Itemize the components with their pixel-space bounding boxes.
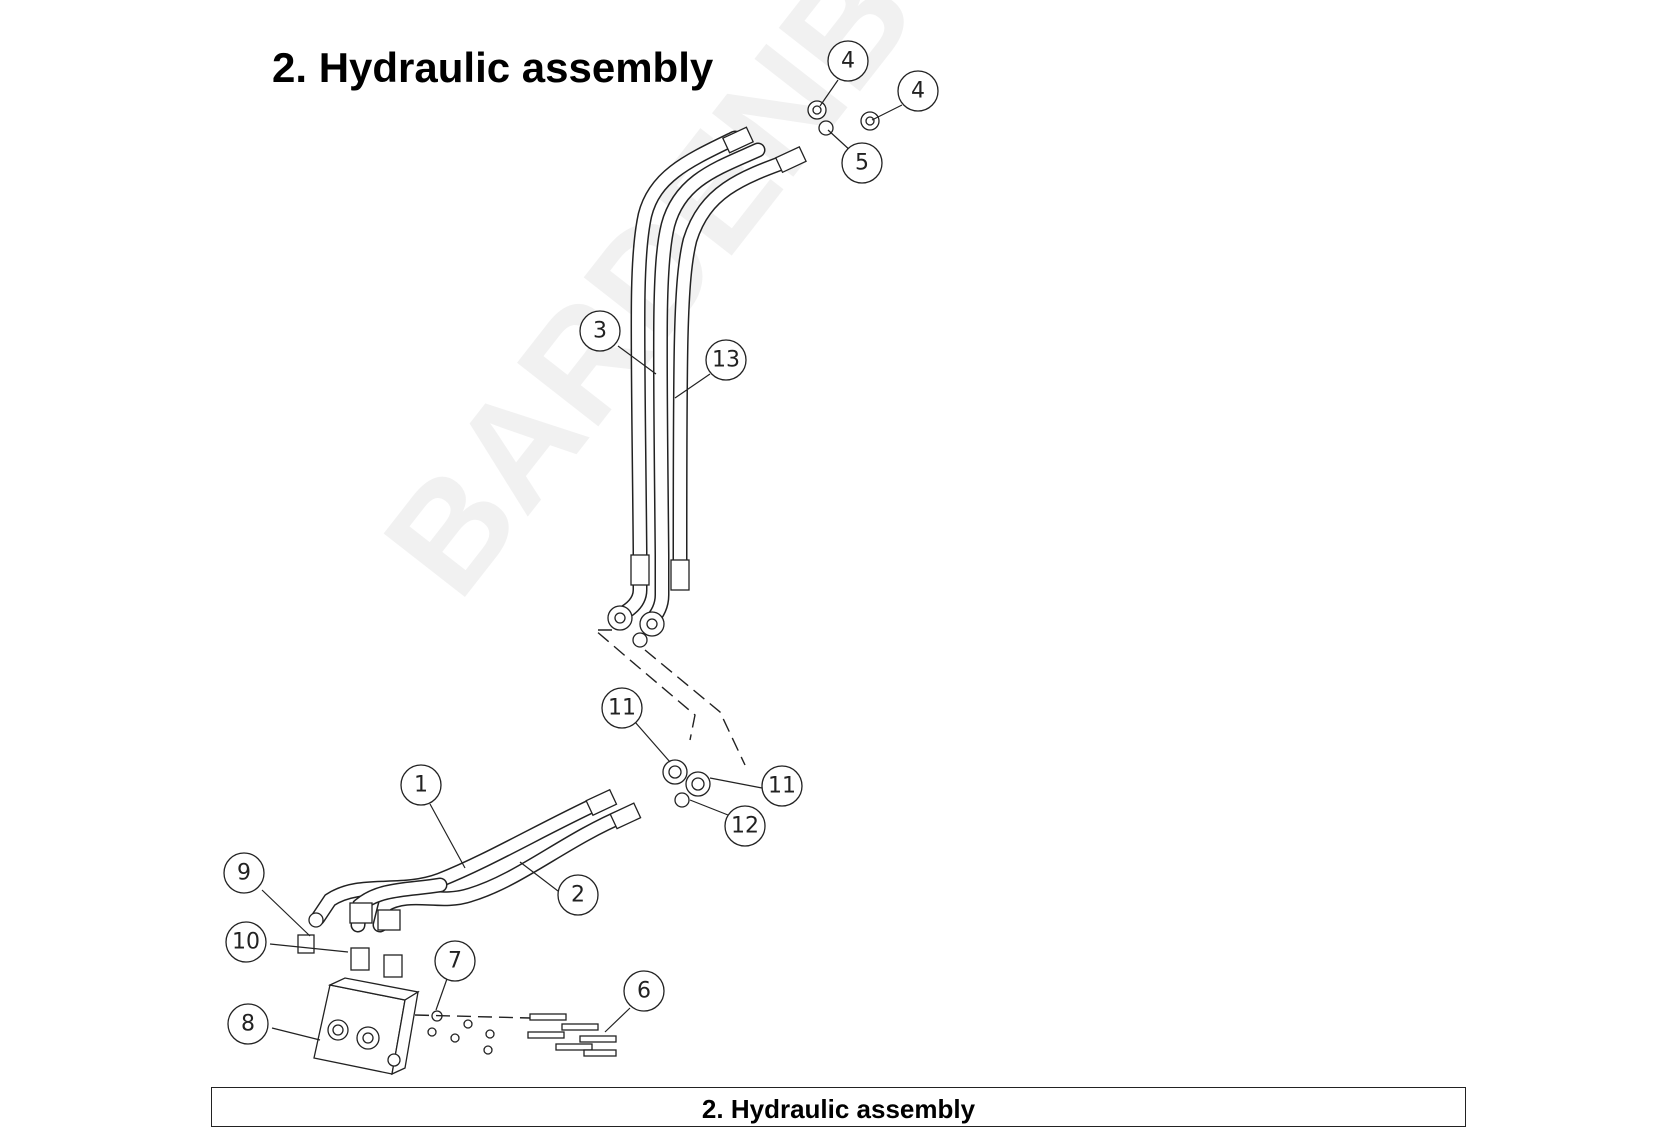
adapter-11a-inner — [668, 765, 682, 779]
svg-text:4: 4 — [911, 79, 925, 104]
callout-11a: 11 — [601, 687, 643, 729]
callout-12: 12 — [724, 805, 766, 847]
ferrule — [585, 788, 618, 817]
connection-dash — [593, 629, 696, 741]
callout-11b: 11 — [761, 765, 803, 807]
adapter-12 — [674, 792, 690, 808]
elbow-fitting-inner — [646, 618, 658, 630]
hose-13-a — [642, 142, 766, 630]
svg-text:10: 10 — [232, 930, 260, 955]
svg-text:13: 13 — [712, 348, 740, 373]
svg-text:9: 9 — [237, 861, 251, 886]
elbow-fitting — [632, 632, 648, 648]
svg-text:11: 11 — [768, 774, 796, 799]
svg-text:1: 1 — [414, 773, 428, 798]
hydraulic-assembly-diagram: 4 4 5 3 13 11 11 12 1 2 9 10 7 6 8 — [223, 40, 939, 1076]
svg-text:11: 11 — [608, 696, 636, 721]
ferrule — [630, 554, 650, 586]
fitting-10c — [383, 954, 403, 978]
hose-3 — [612, 130, 743, 623]
callout-7: 7 — [434, 940, 476, 982]
svg-text:6: 6 — [637, 979, 651, 1004]
callout-9: 9 — [223, 852, 265, 894]
fitting-hex — [349, 902, 373, 924]
connection-dash — [644, 649, 746, 766]
svg-text:7: 7 — [448, 949, 462, 974]
callout-6: 6 — [623, 970, 665, 1012]
connection-dash — [414, 1014, 531, 1019]
bolts-6 — [527, 1013, 617, 1057]
callout-8: 8 — [227, 1003, 269, 1045]
ferrule — [721, 126, 755, 154]
svg-text:5: 5 — [855, 151, 869, 176]
fitting-10a — [297, 934, 315, 954]
svg-text:3: 3 — [593, 319, 607, 344]
callout-10: 10 — [225, 921, 267, 963]
page-title: 2. Hydraulic assembly — [272, 44, 714, 91]
fitting-4a-inner — [812, 105, 822, 115]
ferrule — [609, 802, 642, 830]
fitting-10b — [350, 947, 370, 971]
svg-text:8: 8 — [241, 1012, 255, 1037]
hose-13-b — [672, 152, 798, 568]
callout-1: 1 — [400, 764, 442, 806]
fitting-9 — [308, 912, 324, 928]
elbow-fitting-inner — [614, 612, 626, 624]
valve-block-8 — [313, 977, 420, 1076]
adapter-11b-inner — [691, 777, 705, 791]
callout-2: 2 — [557, 874, 599, 916]
svg-text:2: 2 — [571, 883, 585, 908]
svg-text:12: 12 — [731, 814, 759, 839]
ferrule — [774, 145, 807, 174]
callout-13: 13 — [705, 339, 747, 381]
callout-3: 3 — [579, 310, 621, 352]
callout-4a: 4 — [827, 40, 869, 82]
callout-5: 5 — [841, 142, 883, 184]
ferrule — [670, 559, 690, 591]
fitting-4b-inner — [865, 116, 875, 126]
callout-4b: 4 — [897, 70, 939, 112]
fitting-hex — [377, 909, 401, 931]
hose-2 — [372, 807, 633, 933]
svg-text:4: 4 — [841, 49, 855, 74]
parts-table: 2. Hydraulic assembly — [211, 1087, 1466, 1127]
